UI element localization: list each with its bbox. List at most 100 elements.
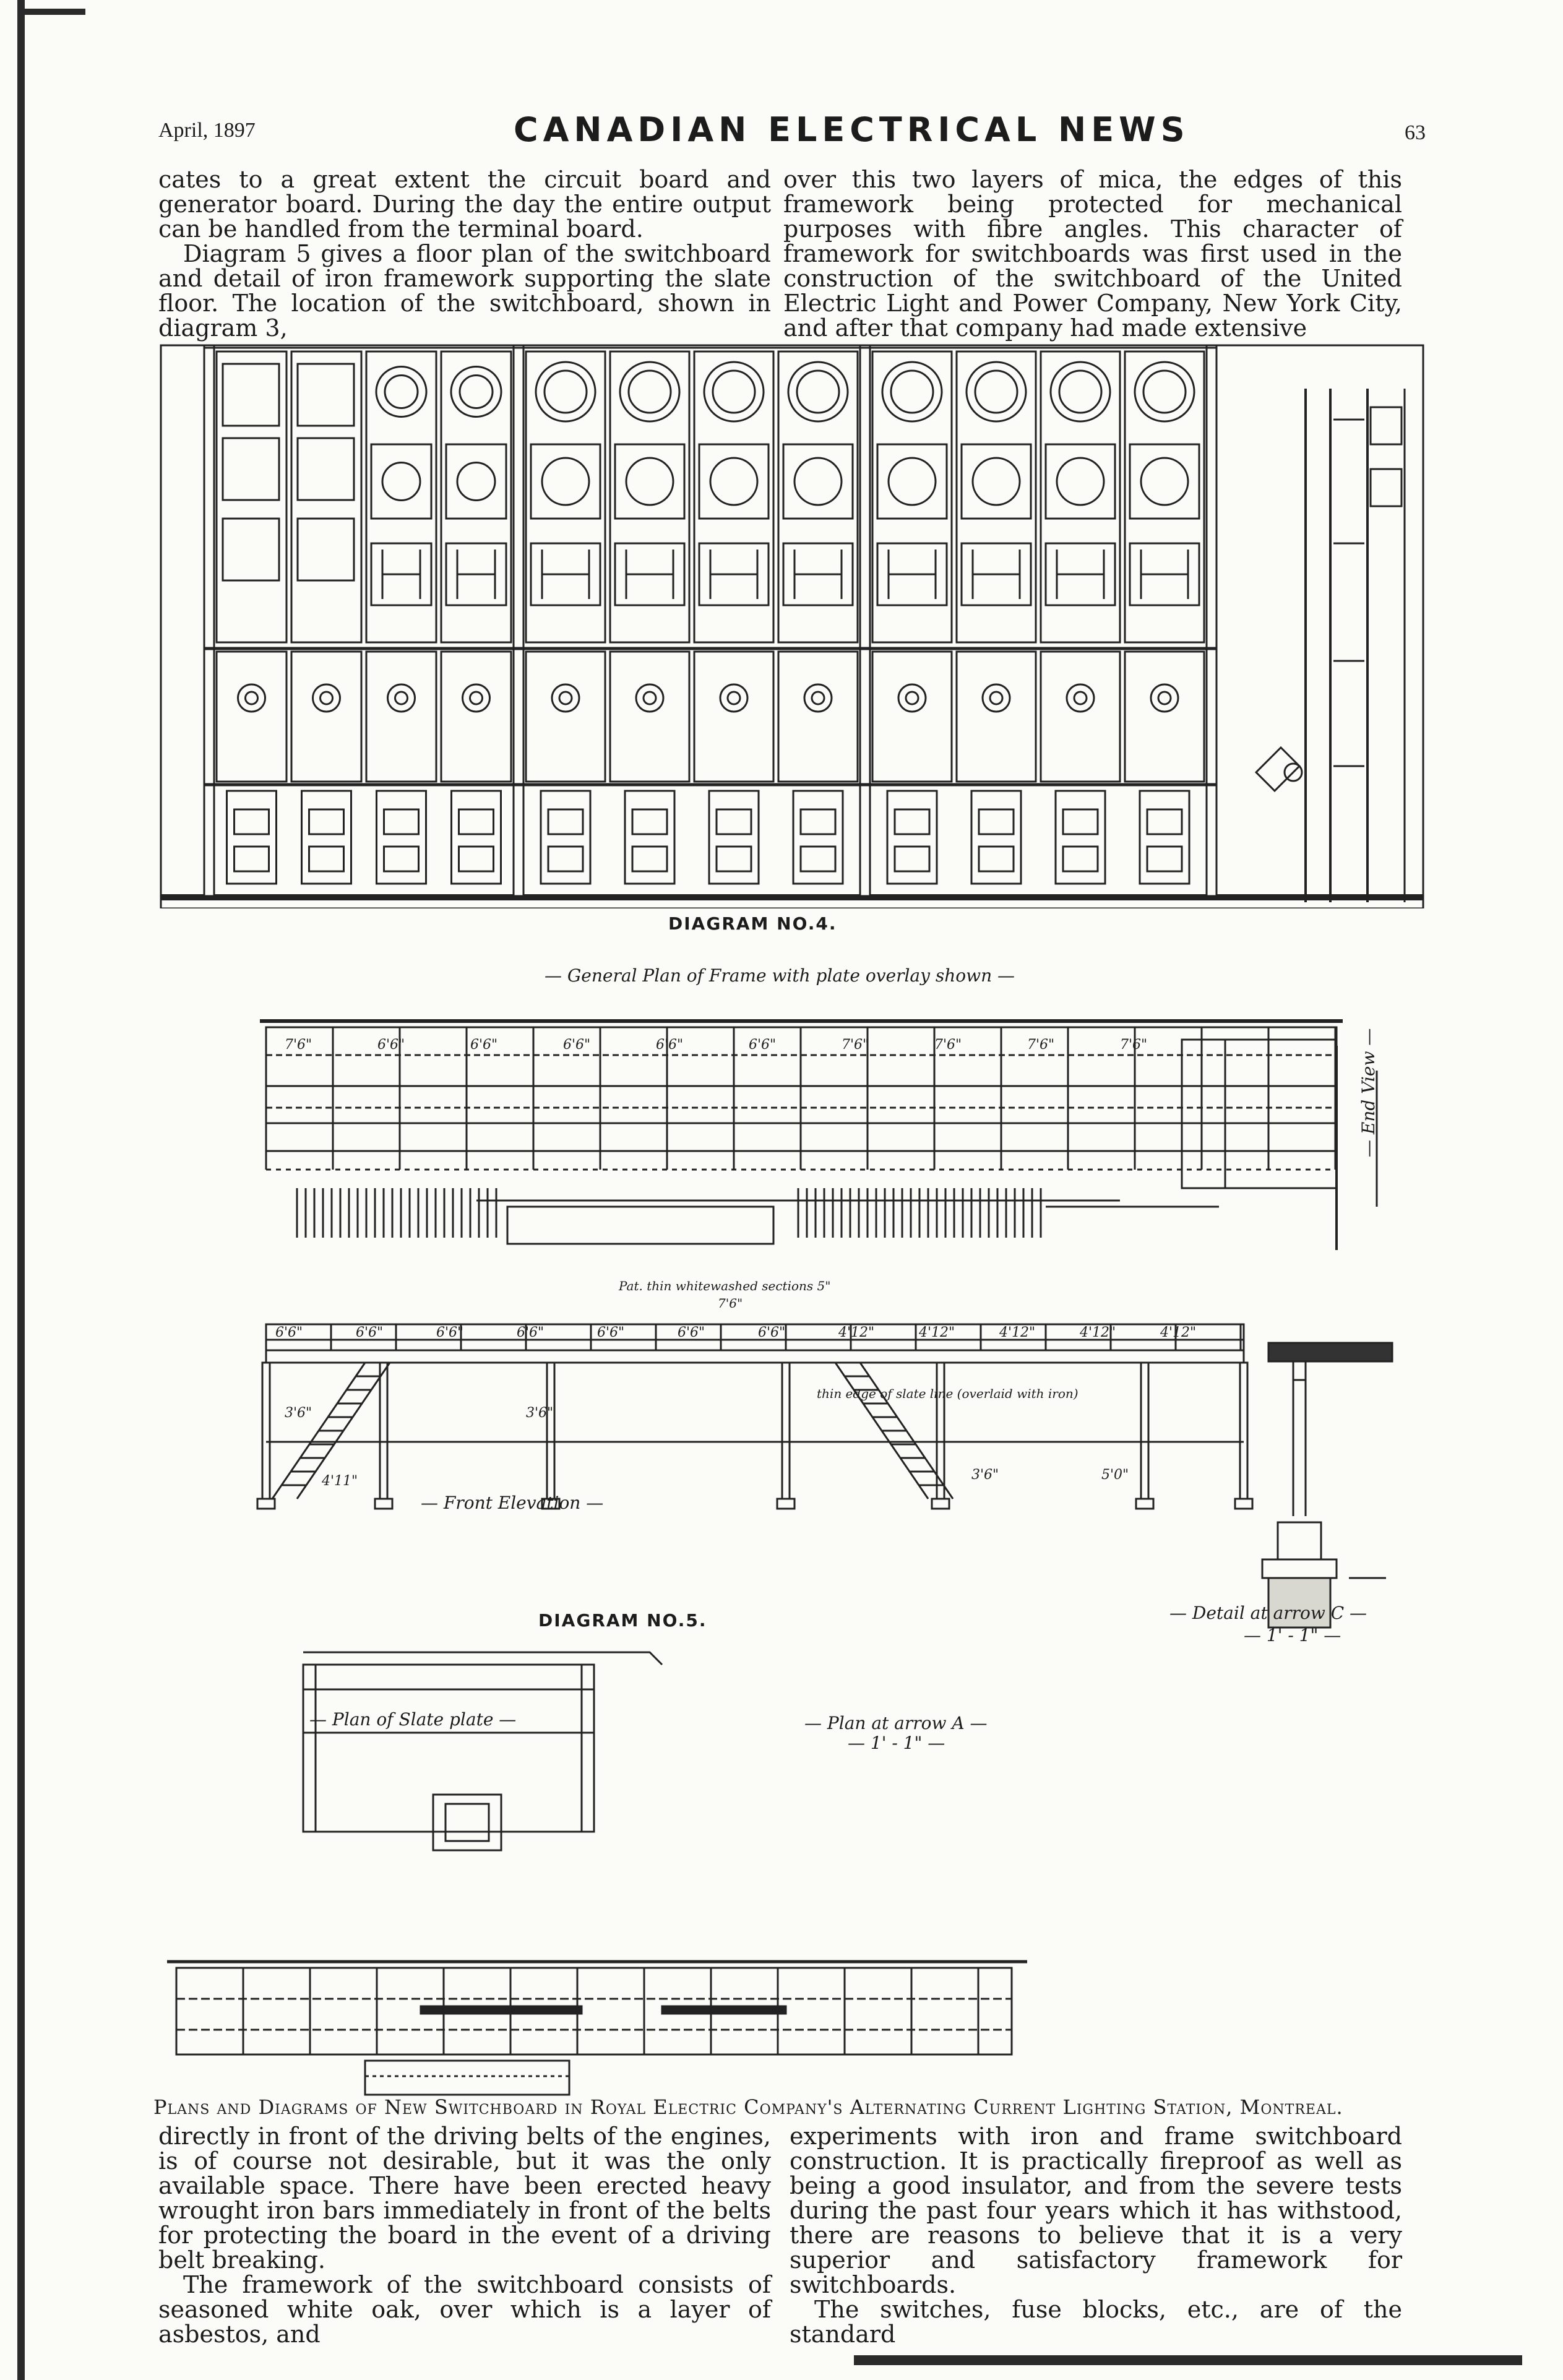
elevation-dimension-label: 6'6" xyxy=(758,1325,785,1340)
meter-dial xyxy=(625,457,674,506)
plan-dimension-label: 6'6" xyxy=(377,1037,405,1053)
meter-dial xyxy=(1049,361,1111,423)
plan-dimension-label: 7'6" xyxy=(285,1037,312,1053)
switchboard-elevation-drawing xyxy=(160,344,1424,908)
fuse xyxy=(547,845,584,873)
fuse xyxy=(458,845,494,873)
elevation-post xyxy=(261,1361,271,1500)
rheostat-wheel xyxy=(635,683,665,713)
plan-dimension-label: 7'6" xyxy=(1120,1037,1147,1053)
meter-dial-inner xyxy=(1058,369,1103,414)
meter-dial-inner xyxy=(384,374,419,409)
plan-scale-label: — 1' - 1" — xyxy=(848,1733,945,1753)
diagram-5-drawings: 7'6"6'6"6'6"6'6"6'6"6'6"7'6"7'6"7'6"7'6"… xyxy=(167,1019,1393,2096)
fuse-block xyxy=(376,790,427,885)
fuse xyxy=(978,845,1015,873)
instrument-box xyxy=(296,517,355,582)
lower-panel xyxy=(525,650,606,783)
meter-dial-inner xyxy=(543,369,588,414)
plan-dimension-label: 6'6" xyxy=(656,1037,683,1053)
fuse-block xyxy=(970,790,1022,885)
plan-dimension-label: 6'6" xyxy=(563,1037,590,1053)
panel-outline xyxy=(290,350,363,644)
meter-frame xyxy=(445,443,507,520)
elevation-height-label: 3'6" xyxy=(526,1405,553,1421)
elevation-dimension-label: 4'12" xyxy=(1079,1325,1116,1340)
plan-note: Pat. thin whitewashed sections 5" xyxy=(619,1278,831,1293)
instrument-box xyxy=(296,437,355,501)
end-view-label: — End View — xyxy=(1358,1028,1379,1157)
lower-panel xyxy=(215,650,288,783)
fuse-block xyxy=(450,790,502,885)
switch-block xyxy=(370,542,433,606)
fuse-block xyxy=(1139,790,1191,885)
bottom-right-column: experiments with iron and frame switchbo… xyxy=(790,2124,1402,2347)
fuse-block xyxy=(540,790,592,885)
rheostat-hub xyxy=(469,691,483,705)
elevation-height-label: 5'0" xyxy=(1101,1467,1129,1483)
rheostat-hub xyxy=(905,691,919,705)
fuse xyxy=(799,808,837,835)
fuse-block xyxy=(886,790,938,885)
figure-caption: Plans and Diagrams of New Switchboard in… xyxy=(153,2095,1343,2119)
meter-dial xyxy=(787,361,849,423)
fuse xyxy=(233,808,270,835)
instrument-box xyxy=(222,517,280,582)
panel-outline xyxy=(1040,350,1121,644)
fuse xyxy=(715,808,752,835)
rheostat-wheel xyxy=(462,683,491,713)
fuse-block xyxy=(708,790,760,885)
lower-panel xyxy=(365,650,437,783)
rheostat-wheel xyxy=(1150,683,1179,713)
post-footing xyxy=(931,1498,950,1510)
diagram-4-label: DIAGRAM NO.4. xyxy=(668,913,837,934)
rheostat-wheel xyxy=(312,683,341,713)
fuse-block xyxy=(301,790,352,885)
publication-title: CANADIAN ELECTRICAL NEWS xyxy=(514,110,1190,149)
switch-block xyxy=(1044,542,1116,606)
meter-dial xyxy=(1134,361,1195,423)
post-footing xyxy=(776,1498,796,1510)
lower-panel xyxy=(777,650,859,783)
lower-panel xyxy=(290,650,363,783)
lower-panel xyxy=(1124,650,1205,783)
fuse xyxy=(978,808,1015,835)
meter-dial-inner xyxy=(712,369,756,414)
page-edge-tick xyxy=(17,9,85,15)
plan-dimension-label: 6'6" xyxy=(470,1037,497,1053)
panel-outline xyxy=(1124,350,1205,644)
plan-dimension-label: 6'6" xyxy=(749,1037,776,1053)
meter-dial xyxy=(1140,457,1189,506)
plan-of-slate-plate-label: — Plan of Slate plate — xyxy=(309,1709,517,1730)
post-footing xyxy=(541,1498,561,1510)
plan-note-dimension: 7'6" xyxy=(718,1296,743,1311)
fuse-block xyxy=(226,790,277,885)
fuse xyxy=(383,808,420,835)
fuse xyxy=(1146,845,1183,873)
switch-block xyxy=(782,542,854,606)
fuse xyxy=(233,845,270,873)
elevation-post xyxy=(1239,1361,1249,1500)
elevation-post xyxy=(781,1361,791,1500)
fuse-block xyxy=(624,790,676,885)
paragraph: Diagram 5 gives a floor plan of the swit… xyxy=(158,240,771,342)
fuse xyxy=(631,808,668,835)
post-footing xyxy=(1135,1498,1155,1510)
panel-outline xyxy=(777,350,859,644)
rheostat-hub xyxy=(642,691,657,705)
panel-outline xyxy=(215,350,288,644)
fuse xyxy=(631,845,668,873)
switch-block xyxy=(1129,542,1200,606)
rheostat-wheel xyxy=(897,683,927,713)
elevation-dimension-label: 6'6" xyxy=(517,1325,544,1340)
lower-panel xyxy=(609,650,691,783)
elevation-dimension-label: 4'12" xyxy=(838,1325,874,1340)
elevation-dimension-label: 6'6" xyxy=(678,1325,705,1340)
fuse xyxy=(308,808,345,835)
meter-dial-inner xyxy=(459,374,494,409)
post-footing xyxy=(374,1498,394,1510)
panel-outline xyxy=(525,350,606,644)
fuse xyxy=(715,845,752,873)
elevation-dimension-label: 4'12" xyxy=(918,1325,955,1340)
meter-frame xyxy=(782,443,854,520)
